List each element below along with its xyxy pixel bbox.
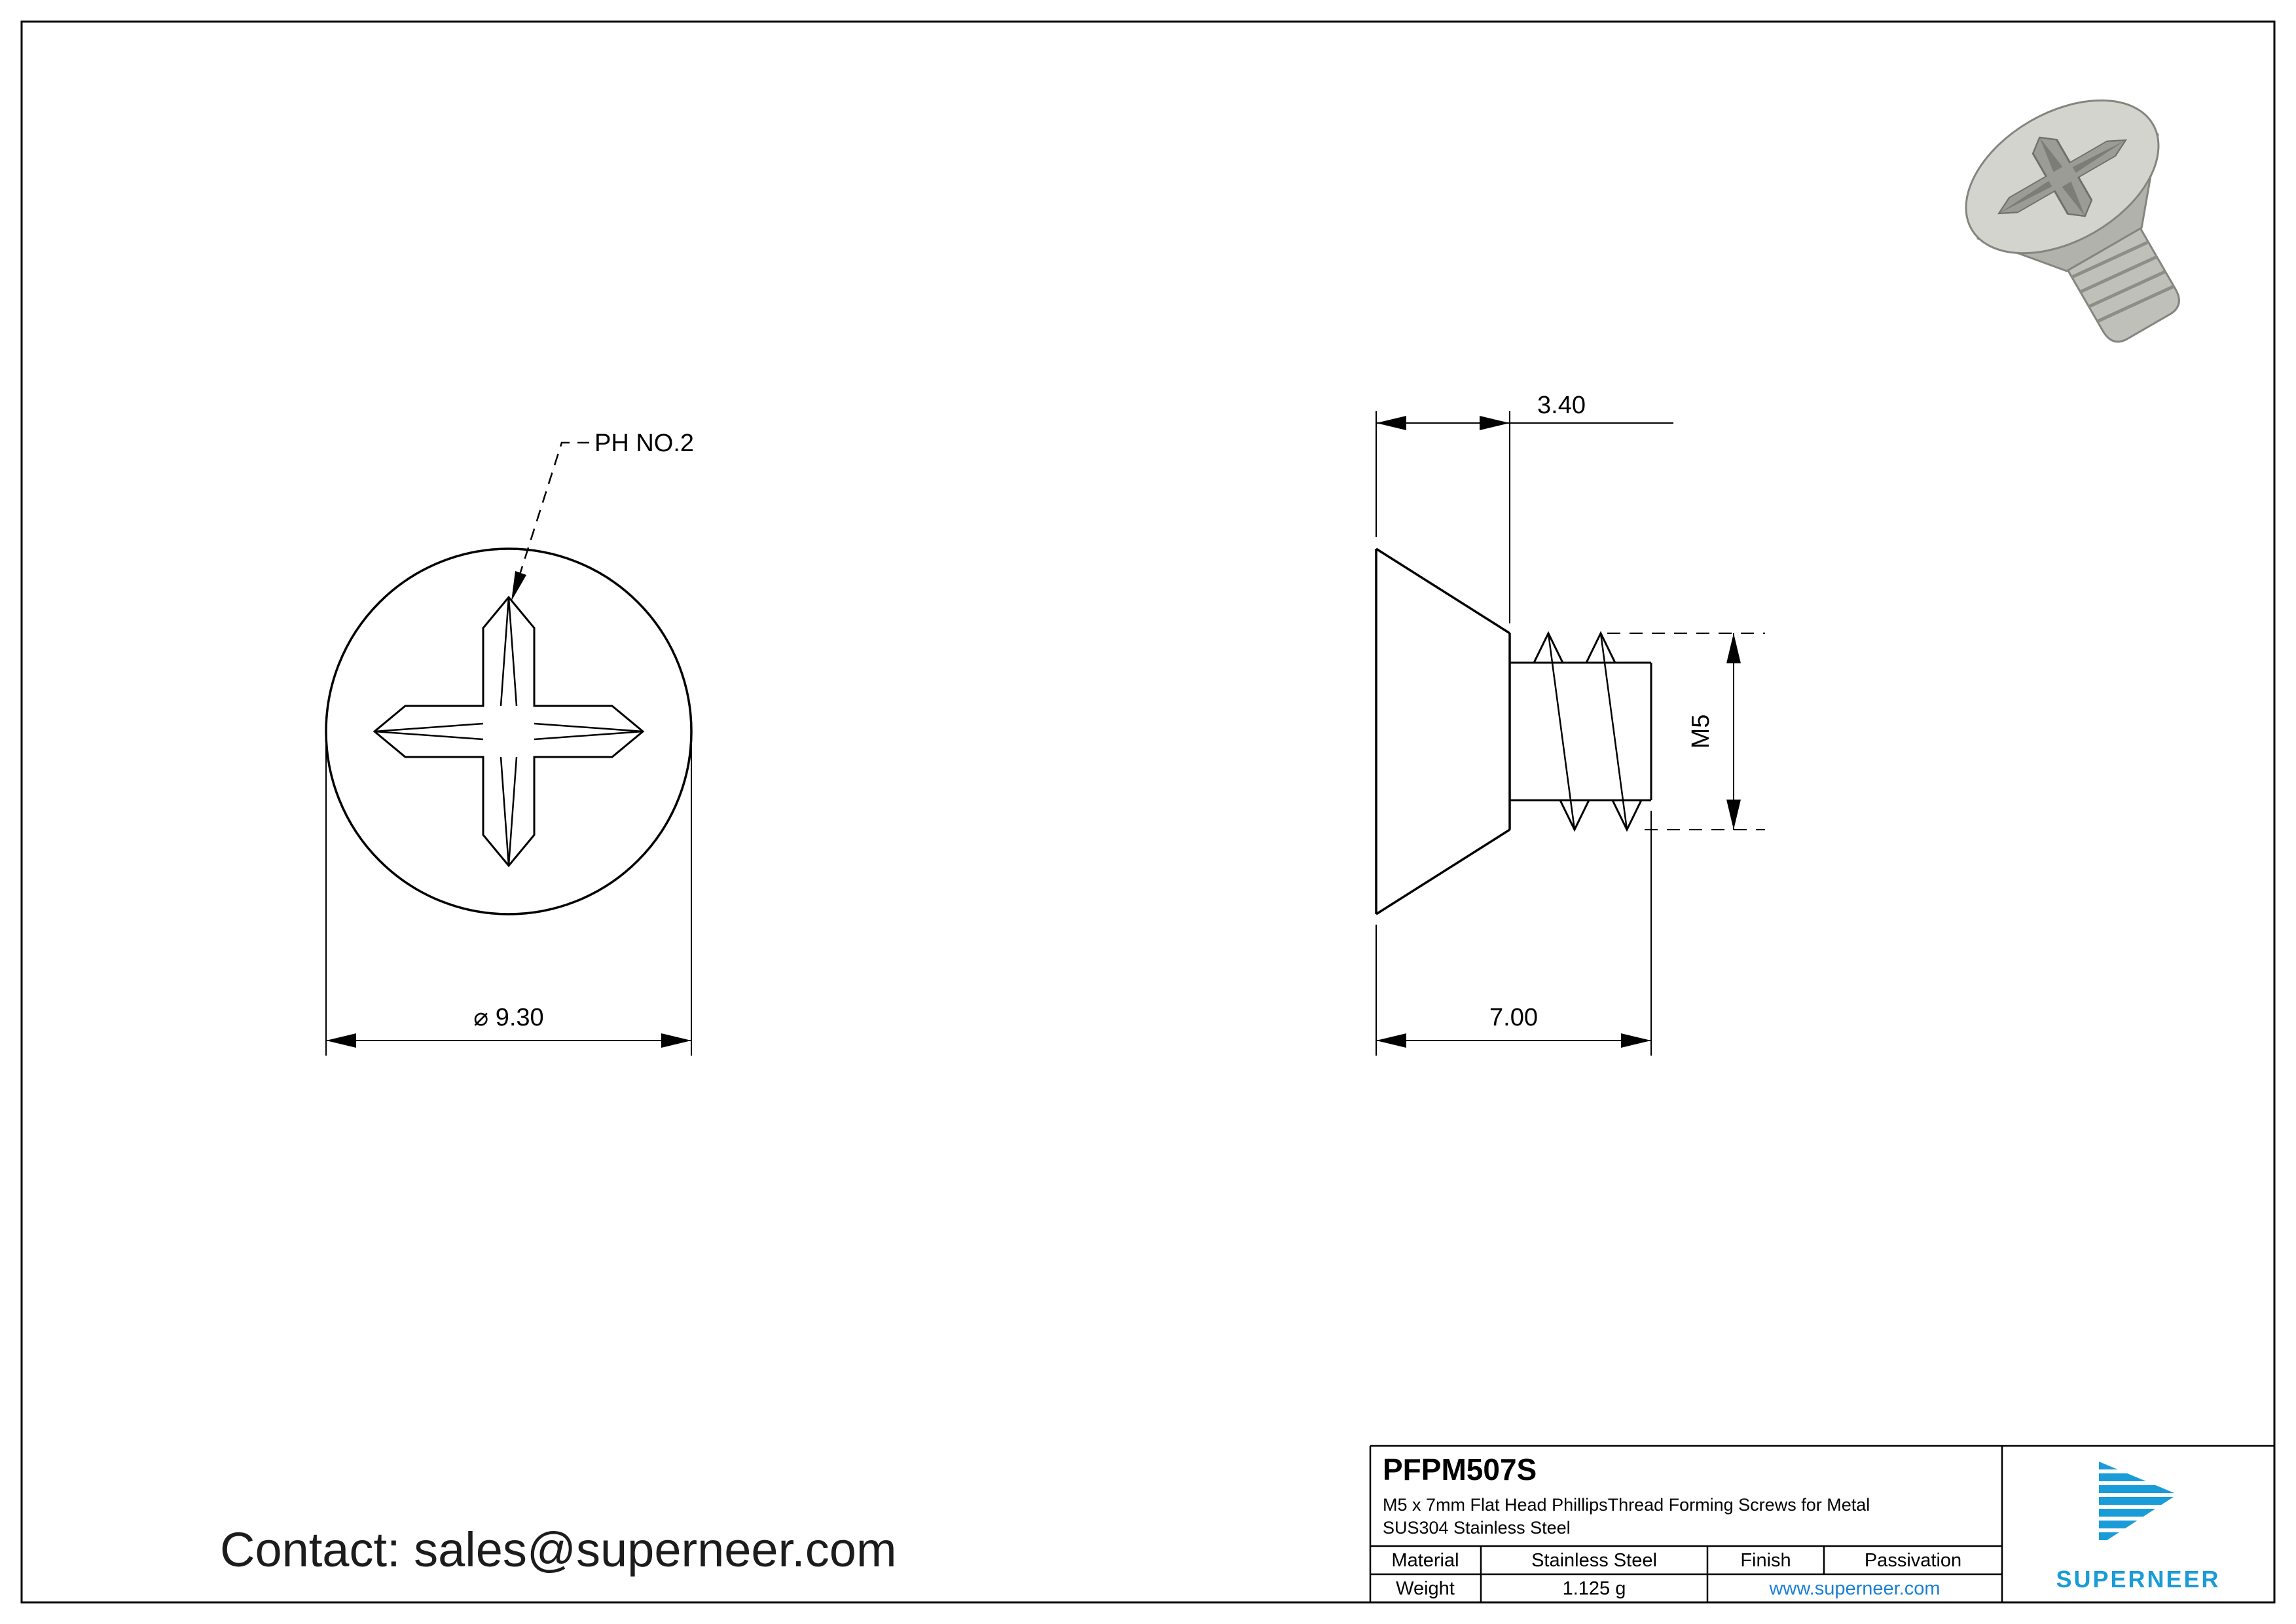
brand-name: SUPERNEER [2056, 1566, 2220, 1593]
leader-arrowhead [511, 571, 526, 601]
thread-size-label: M5 [1687, 714, 1715, 749]
contact-text: Contact: sales@superneer.com [220, 1522, 897, 1577]
front-view: PH NO.2 ⌀ 9.30 [325, 430, 694, 1056]
threaded-shank-profile [1510, 631, 1652, 832]
brand-logo-icon [2099, 1462, 2178, 1540]
weight-value: 1.125 g [1563, 1578, 1626, 1599]
material-value: Stainless Steel [1531, 1550, 1657, 1571]
finish-value: Passivation [1865, 1550, 1961, 1571]
thread-ridges-3d [2071, 240, 2175, 323]
recess-callout: PH NO.2 [510, 430, 694, 602]
side-view: 3.40 M5 7.00 [1375, 392, 1765, 1056]
part-number: PFPM507S [1383, 1452, 1537, 1486]
description-line1: M5 x 7mm Flat Head PhillipsThread Formin… [1383, 1495, 1870, 1515]
screw-head-profile [1375, 547, 1511, 915]
screw-head-outline [325, 547, 693, 915]
brand-logo: SUPERNEER [2056, 1462, 2220, 1593]
website-link[interactable]: www.superneer.com [1768, 1578, 1940, 1599]
description-line2: SUS304 Stainless Steel [1383, 1518, 1571, 1538]
phillips-recess-wedges [374, 597, 644, 866]
length-dimension: 7.00 [1376, 811, 1652, 1056]
dim-arrowhead [326, 1033, 356, 1048]
head-height-dimension: 3.40 [1376, 392, 1673, 623]
screw-3d-render [1965, 99, 2180, 343]
title-block: PFPM507S M5 x 7mm Flat Head PhillipsThre… [1369, 1445, 2274, 1602]
weight-label: Weight [1396, 1578, 1455, 1599]
recess-callout-label: PH NO.2 [594, 430, 694, 457]
title-block-lines [1369, 1445, 2274, 1602]
length-label: 7.00 [1489, 1004, 1538, 1031]
head-height-label: 3.40 [1537, 392, 1586, 419]
dim-arrowhead [1376, 1033, 1406, 1048]
dim-arrowhead [1621, 1033, 1651, 1048]
finish-label: Finish [1740, 1550, 1791, 1571]
dim-arrowhead [1480, 416, 1510, 430]
leader-line [510, 441, 589, 602]
dim-arrowhead [1726, 633, 1741, 663]
phillips-recess-3d [1997, 136, 2128, 217]
front-diameter-label: ⌀ 9.30 [473, 1004, 543, 1031]
dim-arrowhead [1726, 800, 1741, 830]
page-border [20, 20, 2276, 1604]
dim-arrowhead [1376, 416, 1406, 430]
material-label: Material [1391, 1550, 1459, 1571]
thread-size-dimension: M5 [1607, 633, 1765, 830]
diameter-dimension: ⌀ 9.30 [325, 743, 692, 1056]
dim-arrowhead [661, 1033, 691, 1048]
